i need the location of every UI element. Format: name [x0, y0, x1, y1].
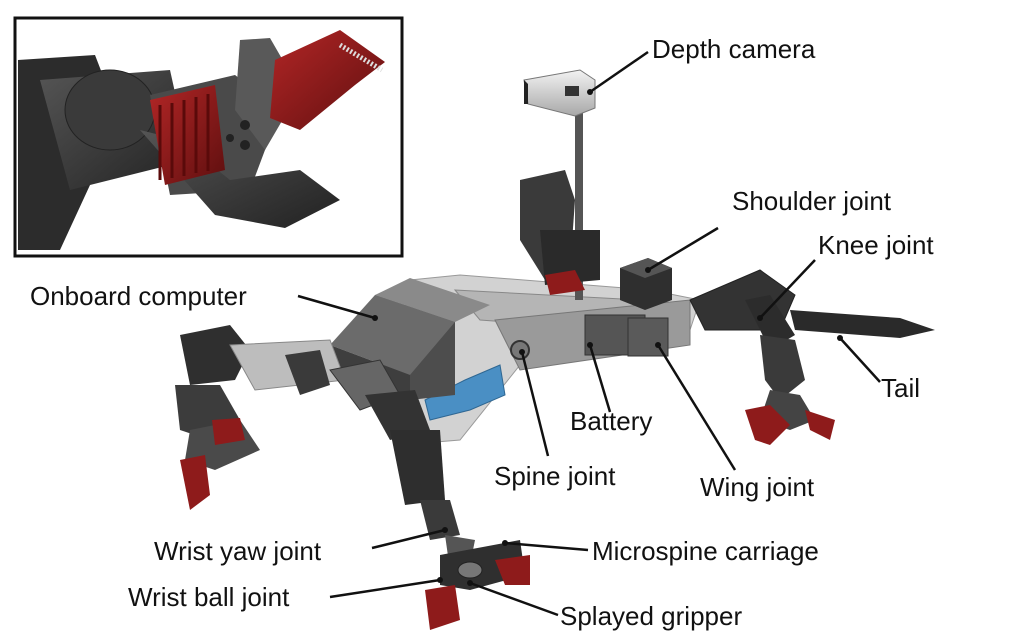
label-battery: Battery — [570, 406, 653, 436]
label-spine-joint: Spine joint — [494, 461, 616, 491]
label-shoulder-joint: Shoulder joint — [732, 186, 891, 216]
inset-microspines-left — [150, 85, 225, 185]
label-wing-joint: Wing joint — [700, 472, 815, 502]
label-splayed-gripper: Splayed gripper — [560, 601, 743, 631]
label-depth-camera: Depth camera — [652, 34, 816, 64]
label-onboard-computer: Onboard computer — [30, 281, 247, 311]
label-microspine-carriage: Microspine carriage — [592, 536, 819, 566]
leader-anchors — [372, 89, 843, 586]
leader-lines — [297, 50, 881, 617]
shoulder-motor — [620, 258, 672, 310]
depth-camera — [523, 69, 596, 117]
label-knee-joint: Knee joint — [818, 230, 934, 260]
label-wrist-ball-joint: Wrist ball joint — [128, 582, 290, 612]
label-tail: Tail — [881, 373, 921, 403]
label-wrist-yaw-joint: Wrist yaw joint — [154, 536, 322, 566]
inset-gripper-closeup — [13, 16, 404, 258]
inset-microspines-right — [270, 30, 385, 130]
